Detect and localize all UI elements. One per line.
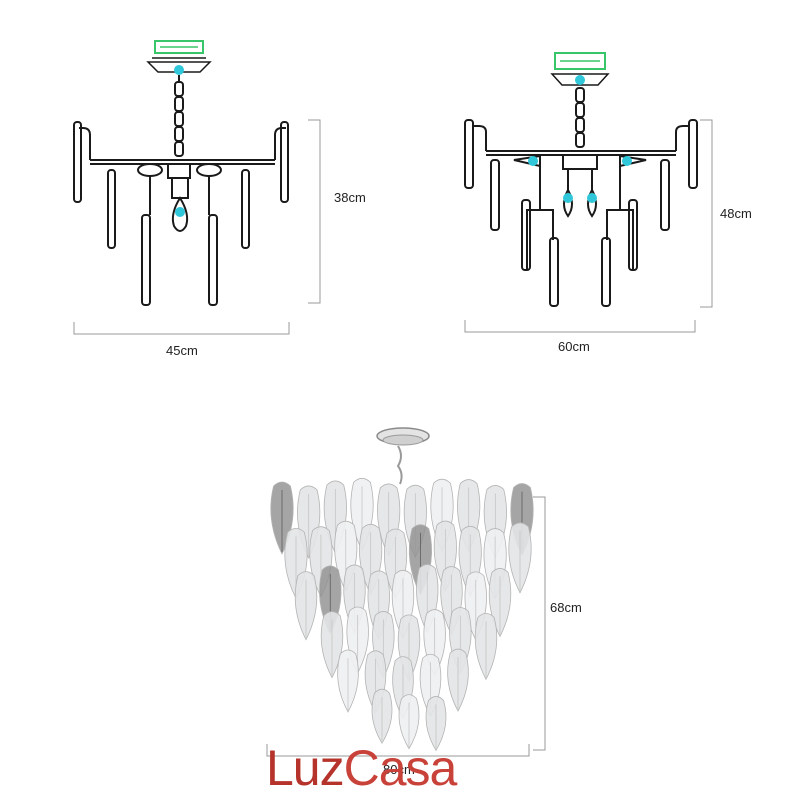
- height-label-medium: 48cm: [720, 206, 752, 221]
- glass-chandelier-photo: [270, 427, 534, 752]
- dimension-lines-medium: [464, 119, 713, 333]
- brand-logo-part1: Luz: [266, 740, 345, 796]
- height-label-small: 38cm: [334, 190, 366, 205]
- glass-feather-leaves: [270, 477, 534, 752]
- height-label-photo: 68cm: [550, 600, 582, 615]
- width-label-photo: 80cm: [383, 762, 415, 777]
- dimension-lines-small: [73, 119, 321, 335]
- width-label-medium: 60cm: [558, 339, 590, 354]
- chandelier-diagram-medium: [464, 52, 698, 307]
- width-label-small: 45cm: [166, 343, 198, 358]
- chandelier-diagram-small: [73, 40, 289, 306]
- dimension-lines-photo: [266, 496, 546, 757]
- brand-logo: LuzCasa: [266, 740, 458, 796]
- brand-logo-part2: Casa: [343, 740, 458, 796]
